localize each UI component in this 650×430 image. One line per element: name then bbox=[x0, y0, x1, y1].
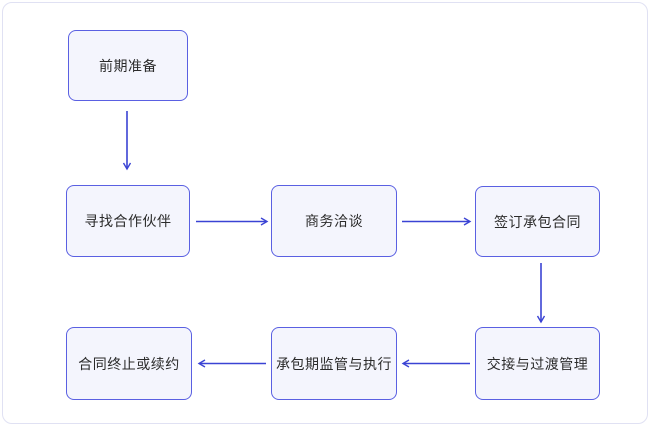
flow-node-termination: 合同终止或续约 bbox=[66, 327, 192, 400]
flow-node-find-partner-label: 寻找合作伙伴 bbox=[84, 213, 172, 229]
flow-node-supervision-label: 承包期监管与执行 bbox=[276, 355, 392, 372]
flow-node-find-partner: 寻找合作伙伴 bbox=[66, 185, 190, 257]
flow-node-termination-label: 合同终止或续约 bbox=[78, 355, 180, 372]
flow-node-sign-contract: 签订承包合同 bbox=[475, 186, 600, 257]
flow-node-sign-contract-label: 签订承包合同 bbox=[494, 213, 581, 230]
flow-node-handover: 交接与过渡管理 bbox=[475, 327, 600, 400]
flow-node-supervision: 承包期监管与执行 bbox=[271, 327, 397, 400]
flow-node-handover-label: 交接与过渡管理 bbox=[486, 355, 589, 372]
flow-node-prep-label: 前期准备 bbox=[99, 57, 157, 74]
flow-node-negotiation-label: 商务洽谈 bbox=[305, 213, 363, 229]
flow-node-negotiation: 商务洽谈 bbox=[271, 185, 397, 257]
flow-node-prep: 前期准备 bbox=[68, 30, 188, 101]
